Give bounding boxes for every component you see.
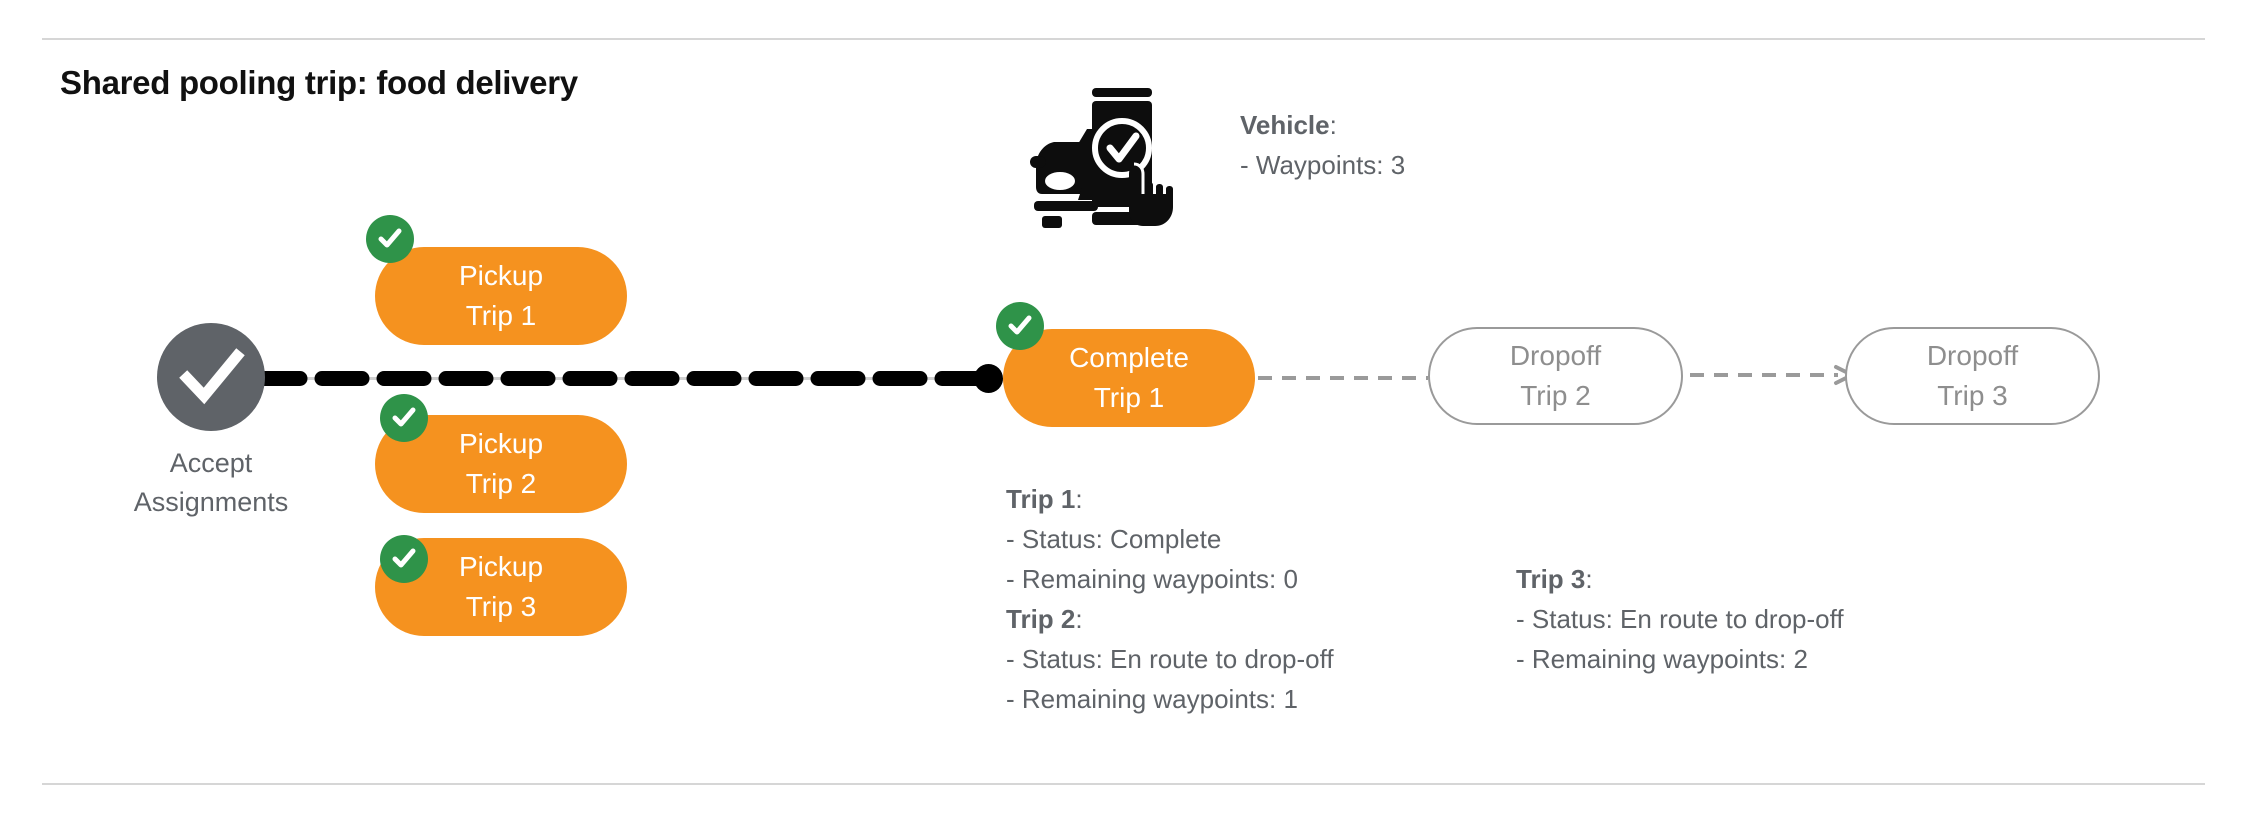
node-dropoff-trip-2[interactable]: Dropoff Trip 2 [1428, 327, 1683, 425]
pickup-3-line1: Pickup [458, 551, 544, 582]
dropoff-2-line2: Trip 2 [1520, 380, 1591, 411]
vehicle-heading: Vehicle [1240, 110, 1330, 140]
dropoff-3-line1: Dropoff [1926, 340, 2019, 371]
trip-details-left: Trip 1: - Status: Complete - Remaining w… [1006, 479, 1334, 719]
vehicle-caption: Vehicle: - Waypoints: 3 [1240, 105, 1405, 185]
accept-assignments-label: Accept Assignments [100, 444, 322, 522]
pickup-3-line2: Trip 3 [465, 591, 537, 622]
trip-1-remaining-waypoints: - Remaining waypoints: 0 [1006, 564, 1298, 594]
trip-3-colon: : [1585, 564, 1593, 594]
trip-2-heading-row: Trip 2: [1006, 599, 1334, 639]
pickup-3-check-badge-icon [380, 535, 428, 583]
complete-line1: Complete [1069, 342, 1189, 373]
trip-2-remaining-waypoints: - Remaining waypoints: 1 [1006, 684, 1298, 714]
trip-2-colon: : [1075, 604, 1083, 634]
node-pickup-trip-1[interactable]: Pickup Trip 1 [375, 247, 627, 345]
pickup-1-check-badge-icon [366, 215, 414, 263]
pickup-2-line2: Trip 2 [465, 468, 537, 499]
route-endpoint-dot [974, 364, 1003, 393]
trip-1-status: - Status: Complete [1006, 524, 1222, 554]
trip-3-heading: Trip 3 [1516, 564, 1586, 594]
accept-label-line1: Accept [169, 448, 253, 478]
node-complete-trip-1[interactable]: Complete Trip 1 [1003, 329, 1255, 427]
trip-2-heading: Trip 2 [1006, 604, 1076, 634]
complete-line2: Trip 1 [1093, 382, 1165, 413]
trip-3-heading-row: Trip 3: [1516, 559, 1844, 599]
node-pickup-trip-2[interactable]: Pickup Trip 2 [375, 415, 627, 513]
vehicle-waypoints: - Waypoints: 3 [1240, 150, 1406, 180]
trip-details-right: Trip 3: - Status: En route to drop-off -… [1516, 559, 1844, 679]
dropoff-2-line1: Dropoff [1509, 340, 1602, 371]
connector-accept-to-complete [252, 371, 999, 386]
trip-1-heading: Trip 1 [1006, 484, 1076, 514]
dropoff-3-line2: Trip 3 [1937, 380, 2008, 411]
divider-bottom [42, 783, 2205, 785]
pickup-2-check-badge-icon [380, 394, 428, 442]
node-dropoff-trip-3[interactable]: Dropoff Trip 3 [1845, 327, 2100, 425]
connector-complete-to-dropoff2 [1258, 370, 1428, 380]
page-title: Shared pooling trip: food delivery [60, 64, 578, 101]
car-phone-check-icon [1030, 88, 1178, 228]
pickup-1-line2: Trip 1 [465, 300, 537, 331]
check-circle-icon [157, 323, 265, 431]
node-accept-assignments[interactable] [157, 323, 265, 431]
connector-dropoff2-to-dropoff3 [1690, 364, 1855, 386]
accept-label-line2: Assignments [133, 487, 289, 517]
trip-3-status: - Status: En route to drop-off [1516, 604, 1844, 634]
complete-check-badge-icon [996, 302, 1044, 350]
trip-1-colon: : [1075, 484, 1083, 514]
pickup-2-line1: Pickup [458, 428, 544, 459]
trip-1-heading-row: Trip 1: [1006, 479, 1334, 519]
vehicle-heading-colon: : [1329, 110, 1337, 140]
divider-top [42, 38, 2205, 40]
trip-2-status: - Status: En route to drop-off [1006, 644, 1334, 674]
pickup-1-line1: Pickup [458, 260, 544, 291]
trip-3-remaining-waypoints: - Remaining waypoints: 2 [1516, 644, 1808, 674]
vehicle-heading-row: Vehicle: [1240, 105, 1405, 145]
